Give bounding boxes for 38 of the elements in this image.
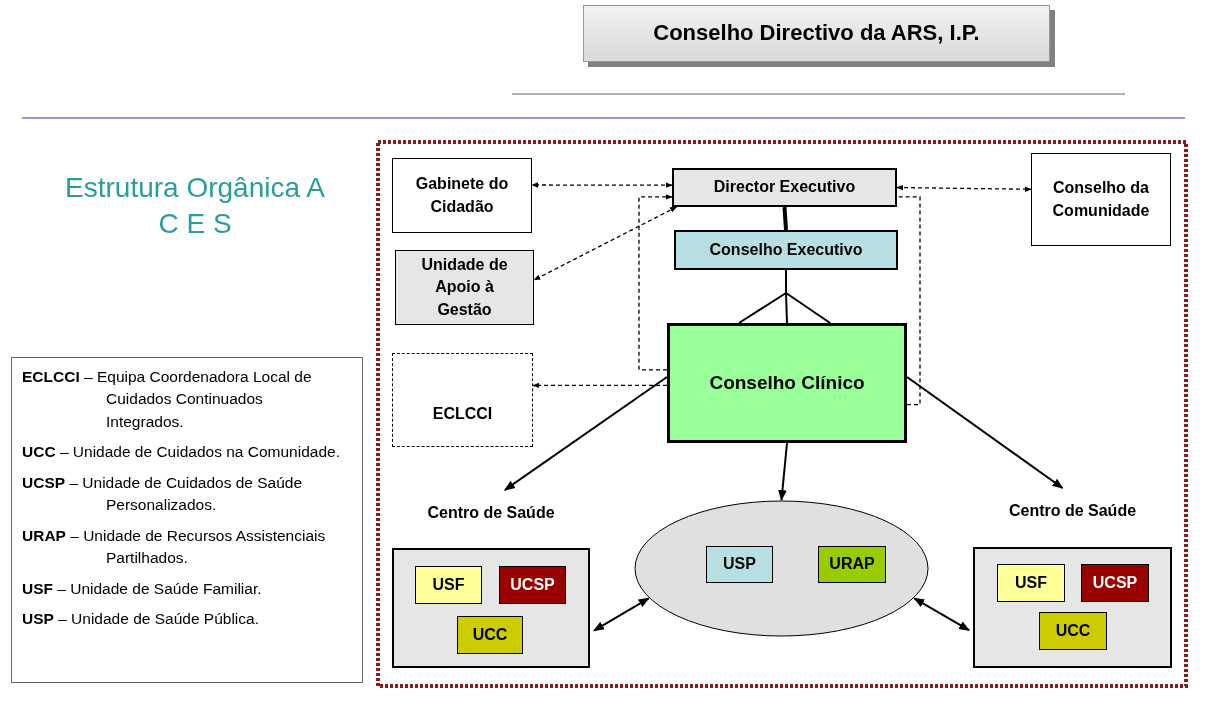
connector-line xyxy=(782,206,788,231)
abbreviation-definition: UCSP – Unidade de Cuidados de Saúde Personalizados. xyxy=(22,472,304,516)
unit-box: URAP xyxy=(818,546,886,583)
council-box: Conselho Clínico xyxy=(667,323,907,443)
abbreviation-definition: URAP – Unidade de Recursos Assistenciais Partilhados. xyxy=(22,525,327,569)
arrow xyxy=(913,597,970,632)
abbreviation-definition: UCC – Unidade de Cuidados na Comunidade. xyxy=(22,442,340,463)
arrow xyxy=(531,182,673,188)
arrow xyxy=(906,376,1064,489)
dashed-box: ECLCCI xyxy=(392,353,533,447)
connector-line xyxy=(738,269,832,324)
arrow xyxy=(533,206,678,281)
unit-box: USF xyxy=(415,566,482,604)
group-heading: Centro de Saúde xyxy=(1007,501,1138,521)
unit-box: USP xyxy=(706,546,773,583)
unit-box: Gabinete do Cidadão xyxy=(392,158,532,233)
arrow xyxy=(778,442,788,502)
unit-box: UCSP xyxy=(499,566,566,604)
arrow xyxy=(503,376,668,491)
abbreviation-definition: USF – Unidade de Saúde Familiar. xyxy=(22,578,263,599)
connector-line xyxy=(896,196,921,406)
page-title: Estrutura Orgânica A C E S xyxy=(64,171,326,242)
arrow xyxy=(593,597,650,632)
abbreviation-definition: USP – Unidade de Saúde Pública. xyxy=(22,609,260,630)
unit-box: Conselho Executivo xyxy=(674,230,898,270)
unit-box: Conselho da Comunidade xyxy=(1031,153,1171,246)
arrow xyxy=(896,184,1032,192)
abbreviation-definition: ECLCCI – Equipa Coordenadora Local de Cuidados Continuados Integrados. xyxy=(22,367,313,432)
unit-box: UCC xyxy=(1039,612,1107,650)
unit-box: Director Executivo xyxy=(672,168,897,207)
unit-box: Unidade de Apoio à Gestão xyxy=(395,250,534,325)
group-heading: Centro de Saúde xyxy=(426,503,556,523)
unit-box: USF xyxy=(997,564,1065,602)
arrow xyxy=(638,194,673,371)
arrow xyxy=(532,382,668,389)
unit-box: UCSP xyxy=(1081,564,1149,602)
unit-box: UCC xyxy=(457,616,523,654)
abbreviation-list-box xyxy=(11,357,363,683)
